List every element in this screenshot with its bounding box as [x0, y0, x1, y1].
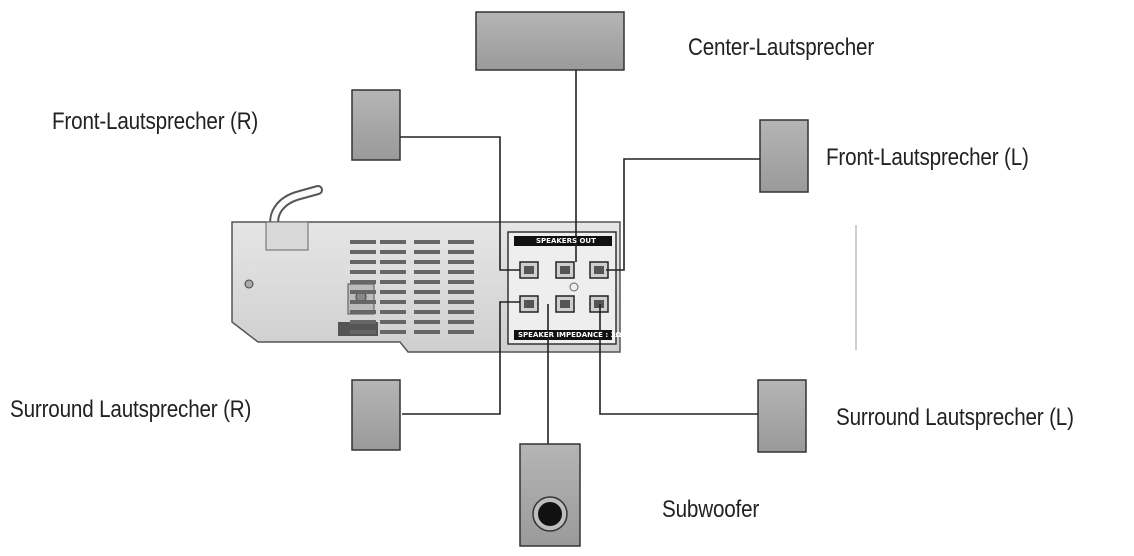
- speaker-wires: [400, 68, 760, 446]
- surround-left-speaker-label: Surround Lautsprecher (L): [836, 404, 1074, 431]
- vent-slot: [380, 250, 406, 254]
- panel-title: SPEAKERS OUT: [536, 237, 596, 245]
- vent-slot: [448, 270, 474, 274]
- vent-slot: [448, 300, 474, 304]
- subwoofer-label: Subwoofer: [662, 496, 760, 523]
- center-speaker-label: Center-Lautsprecher: [688, 34, 875, 61]
- vent-slot: [380, 290, 406, 294]
- vent-grille: [350, 240, 474, 334]
- front-left-speaker: [759, 119, 809, 193]
- vent-slot: [414, 310, 440, 314]
- vent-slot: [380, 320, 406, 324]
- vent-slot: [350, 280, 376, 284]
- vent-slot: [380, 280, 406, 284]
- speaker-jack[interactable]: [519, 295, 539, 313]
- surround-left-speaker: [757, 379, 807, 453]
- vent-slot: [414, 270, 440, 274]
- vent-slot: [380, 260, 406, 264]
- wire-surround-right: [402, 301, 520, 415]
- wire-front-left: [606, 158, 760, 271]
- front-left-speaker-label: Front-Lautsprecher (L): [826, 144, 1029, 171]
- speaker-jack[interactable]: [555, 261, 575, 279]
- vent-slot: [414, 280, 440, 284]
- vent-slot: [448, 240, 474, 244]
- vent-slot: [350, 240, 376, 244]
- wire-surround-left: [599, 304, 758, 415]
- terminal-jacks: [519, 261, 609, 313]
- vent-slot: [414, 240, 440, 244]
- receiver-unit: [231, 185, 621, 353]
- vent-slot: [380, 300, 406, 304]
- vent-slot: [380, 310, 406, 314]
- center-speaker: [475, 11, 625, 71]
- vent-slot: [414, 290, 440, 294]
- vent-slot: [448, 260, 474, 264]
- vent-slot: [380, 270, 406, 274]
- vent-slot: [414, 320, 440, 324]
- speaker-terminal-panel: [507, 231, 617, 345]
- vent-slot: [350, 310, 376, 314]
- speaker-jack[interactable]: [519, 261, 539, 279]
- vent-slot: [350, 260, 376, 264]
- surround-right-speaker: [351, 379, 401, 451]
- vent-slot: [350, 300, 376, 304]
- wire-front-right: [400, 136, 520, 271]
- vent-slot: [414, 330, 440, 334]
- vent-slot: [414, 300, 440, 304]
- vent-slot: [380, 240, 406, 244]
- vent-slot: [380, 330, 406, 334]
- vent-slot: [350, 250, 376, 254]
- vent-slot: [448, 290, 474, 294]
- panel-footer: SPEAKER IMPEDANCE : 3Ω: [518, 331, 622, 339]
- vent-slot: [350, 330, 376, 334]
- front-right-speaker: [351, 89, 401, 161]
- speaker-jack[interactable]: [589, 295, 609, 313]
- vent-slot: [350, 290, 376, 294]
- vent-slot: [350, 270, 376, 274]
- subwoofer-speaker: [519, 443, 581, 547]
- vent-slot: [414, 250, 440, 254]
- vent-slot: [448, 320, 474, 324]
- front-right-speaker-label: Front-Lautsprecher (R): [52, 108, 259, 135]
- speaker-jack[interactable]: [555, 295, 575, 313]
- vent-slot: [350, 320, 376, 324]
- surround-right-speaker-label: Surround Lautsprecher (R): [10, 396, 252, 423]
- speaker-jack[interactable]: [589, 261, 609, 279]
- vent-slot: [448, 250, 474, 254]
- vent-slot: [448, 280, 474, 284]
- vent-slot: [414, 260, 440, 264]
- vent-slot: [448, 310, 474, 314]
- vent-slot: [448, 330, 474, 334]
